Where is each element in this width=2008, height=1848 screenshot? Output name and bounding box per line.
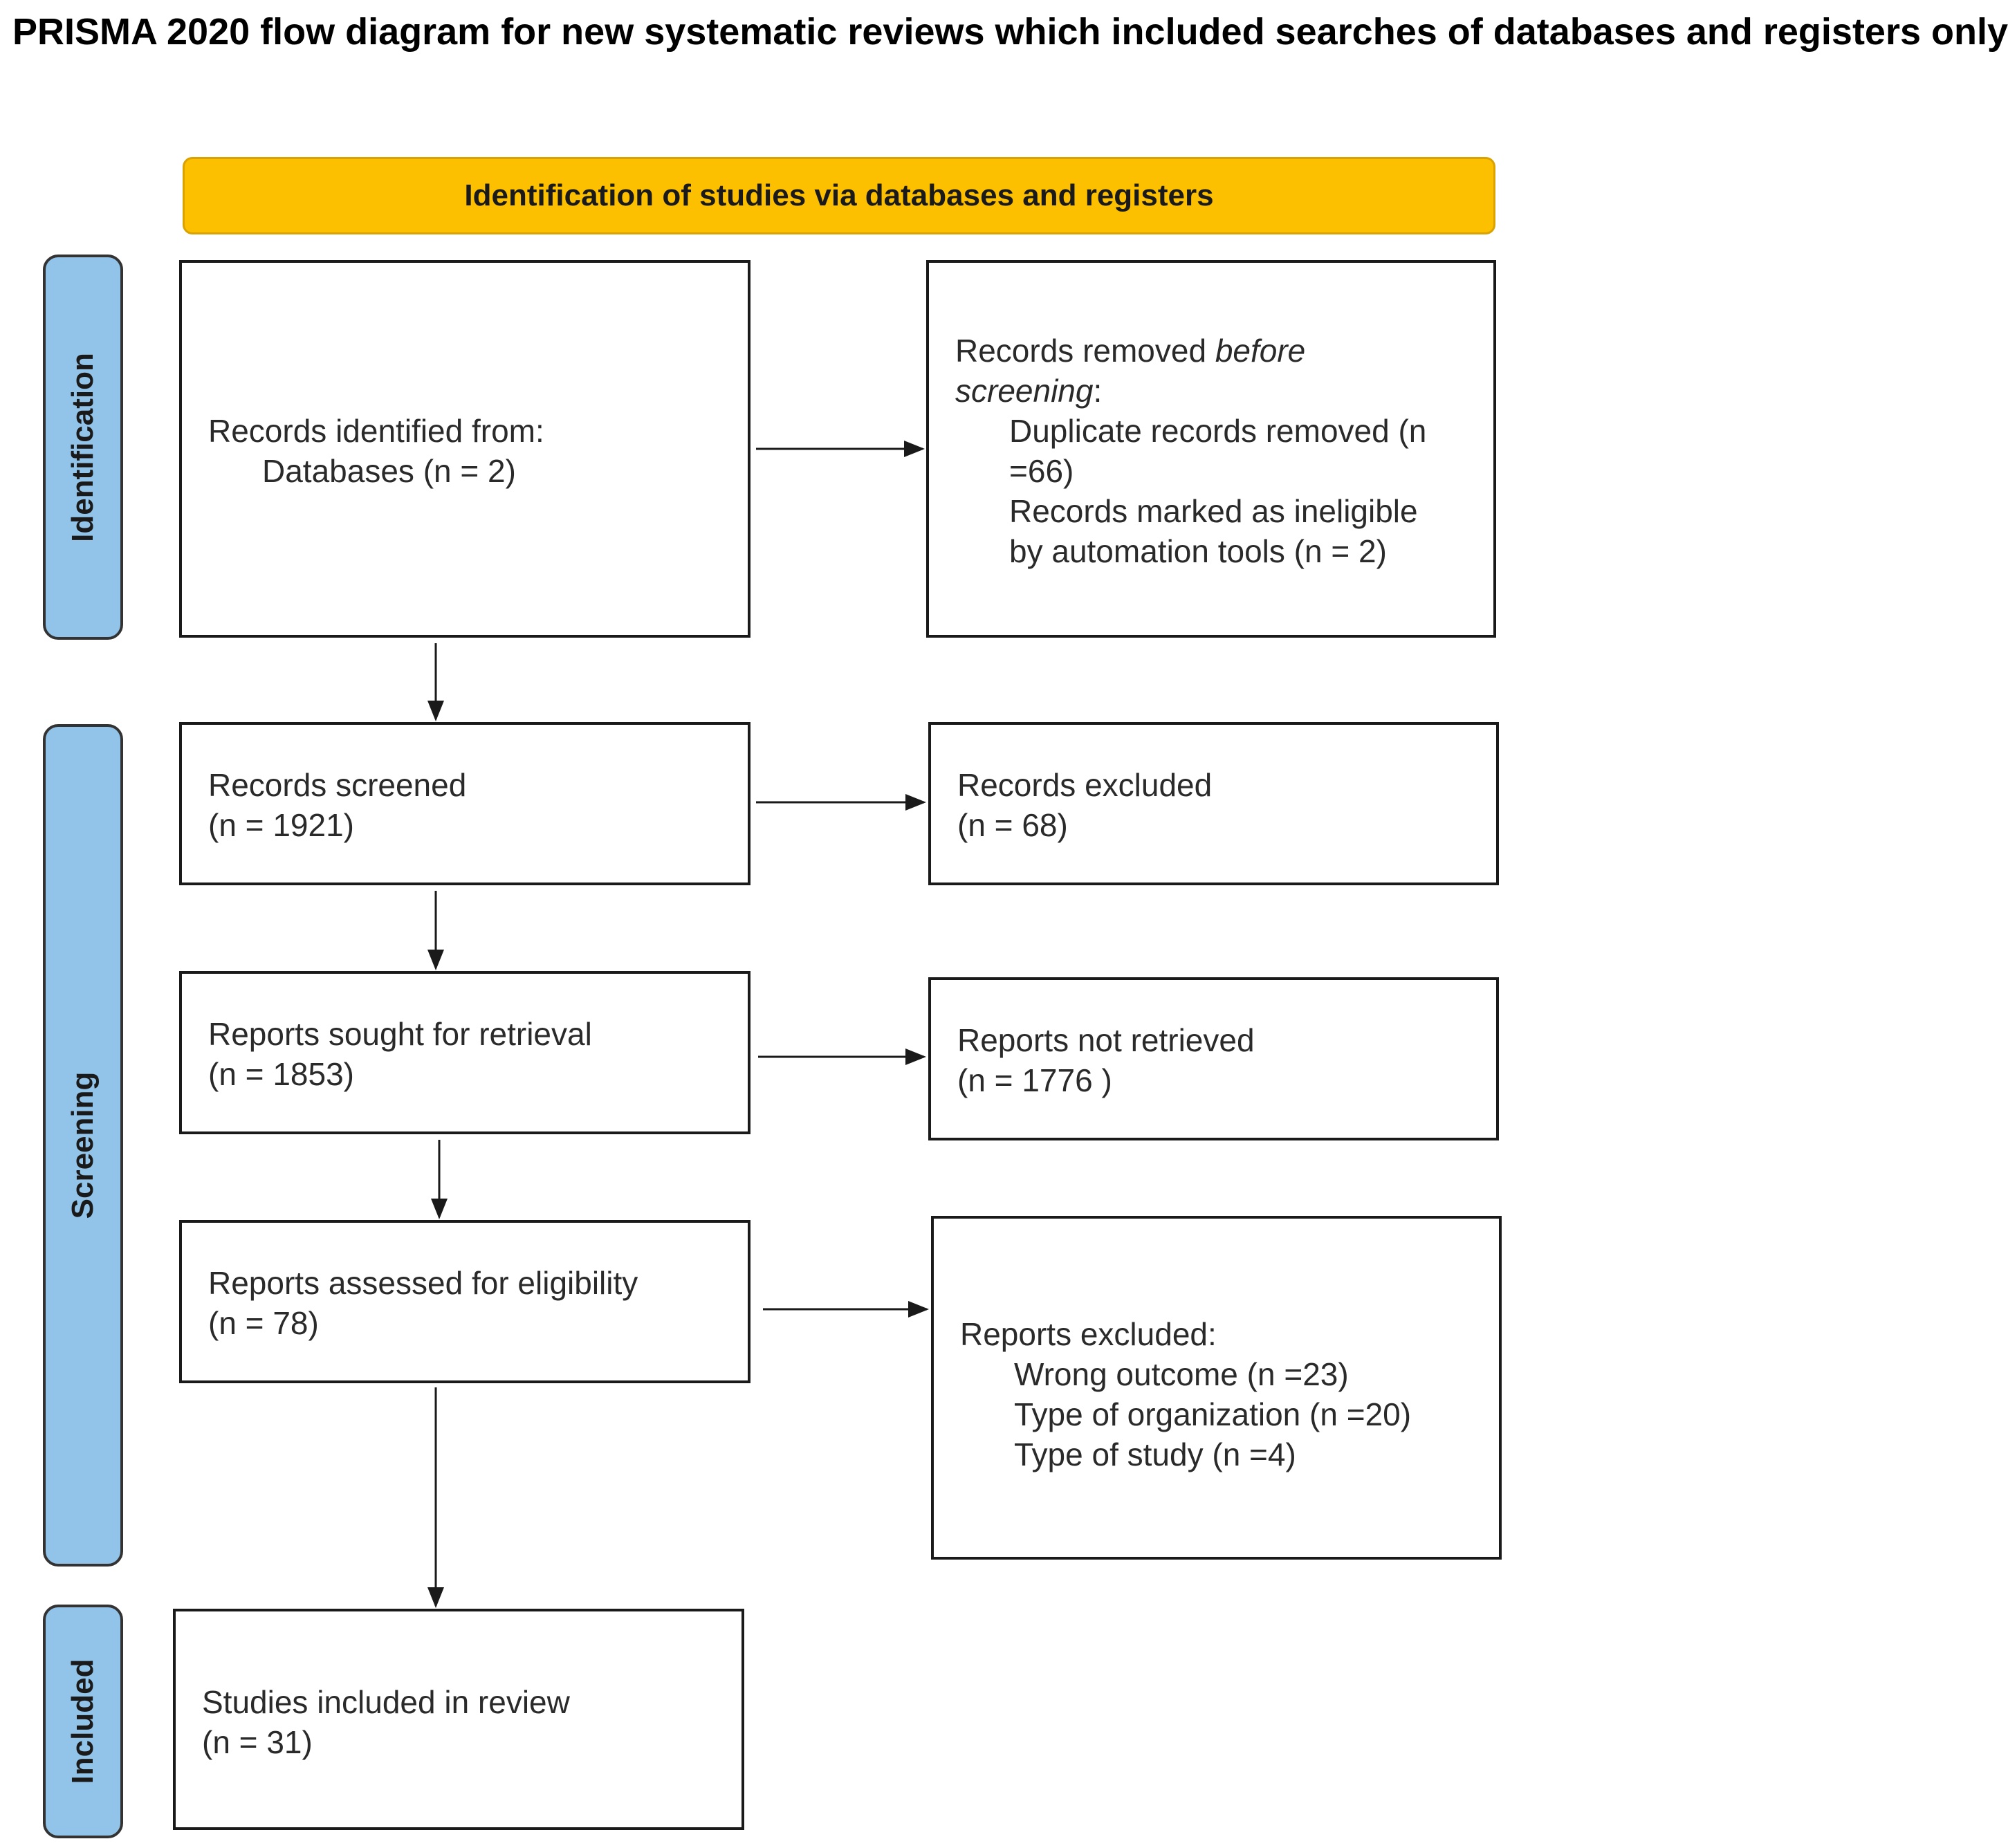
banner-label: Identification of studies via databases … (464, 178, 1214, 212)
identification-banner: Identification of studies via databases … (183, 157, 1495, 234)
records-screened-count: (n = 1921) (208, 807, 354, 843)
phase-included: Included (43, 1605, 123, 1838)
reports-assessed-label: Reports assessed for eligibility (208, 1265, 638, 1301)
studies-included-count: (n = 31) (202, 1724, 313, 1760)
exclusion-reason-study-type: Type of study (n =4) (1014, 1436, 1296, 1472)
records-identified-box: Records identified from: Databases (n = … (179, 260, 750, 638)
reports-sought-count: (n = 1853) (208, 1056, 354, 1092)
exclusion-reason-organization: Type of organization (n =20) (1014, 1396, 1412, 1432)
records-excluded-box: Records excluded (n = 68) (928, 722, 1499, 885)
duplicate-records-line1: Duplicate records removed (n (1009, 413, 1427, 449)
reports-not-retrieved-label: Reports not retrieved (957, 1022, 1255, 1058)
records-screened-box: Records screened (n = 1921) (179, 722, 750, 885)
records-removed-heading-line1: Records removed before (955, 333, 1306, 369)
studies-included-label: Studies included in review (202, 1684, 570, 1720)
records-excluded-label: Records excluded (957, 767, 1213, 803)
flow-arrows (427, 441, 929, 1608)
diagram-title: PRISMA 2020 flow diagram for new systema… (12, 11, 2008, 53)
phase-identification: Identification (43, 255, 123, 640)
reports-assessed-box: Reports assessed for eligibility (n = 78… (179, 1220, 750, 1383)
records-excluded-count: (n = 68) (957, 807, 1068, 843)
phase-screening: Screening (43, 724, 123, 1567)
reports-excluded-box: Reports excluded: Wrong outcome (n =23) … (931, 1216, 1502, 1560)
reports-assessed-count: (n = 78) (208, 1305, 319, 1341)
exclusion-reason-wrong-outcome: Wrong outcome (n =23) (1014, 1356, 1349, 1392)
reports-excluded-heading: Reports excluded: (960, 1316, 1217, 1352)
reports-sought-box: Reports sought for retrieval (n = 1853) (179, 971, 750, 1134)
records-removed-box: Records removed before screening: Duplic… (926, 260, 1496, 638)
studies-included-box: Studies included in review (n = 31) (173, 1609, 744, 1830)
records-identified-databases: Databases (n = 2) (262, 453, 516, 489)
reports-sought-label: Reports sought for retrieval (208, 1016, 592, 1052)
records-identified-heading: Records identified from: (208, 413, 544, 449)
duplicate-records-line2: =66) (1009, 453, 1074, 489)
records-screened-label: Records screened (208, 767, 467, 803)
reports-not-retrieved-count: (n = 1776 ) (957, 1062, 1112, 1098)
ineligible-records-line2: by automation tools (n = 2) (1009, 533, 1387, 569)
reports-not-retrieved-box: Reports not retrieved (n = 1776 ) (928, 977, 1499, 1140)
records-removed-heading-line2: screening: (955, 373, 1103, 409)
ineligible-records-line1: Records marked as ineligible (1009, 493, 1418, 529)
